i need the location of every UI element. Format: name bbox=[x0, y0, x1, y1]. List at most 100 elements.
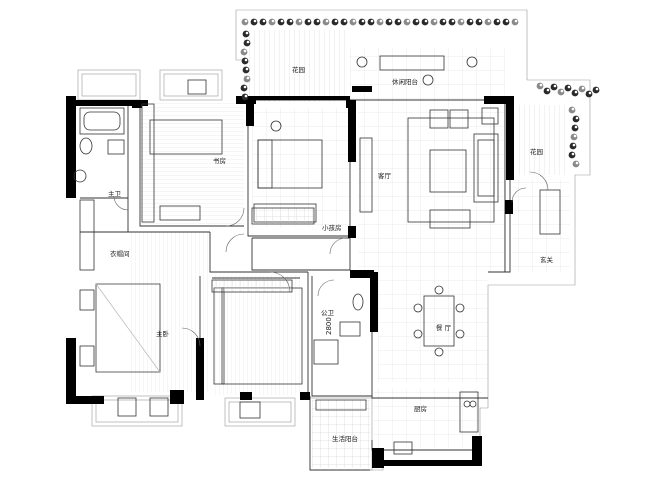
garden-top-floor bbox=[244, 30, 348, 102]
shrub-highlight bbox=[574, 90, 578, 94]
shrub-icon bbox=[394, 18, 402, 26]
shrub-icon bbox=[592, 86, 600, 94]
shrub-highlight bbox=[244, 58, 248, 62]
shrub-highlight bbox=[289, 19, 293, 23]
shrub-highlight bbox=[361, 19, 365, 23]
shrub-highlight bbox=[469, 19, 473, 23]
shrub-icon bbox=[240, 48, 248, 56]
sofa bbox=[473, 133, 499, 203]
shrub-icon bbox=[277, 18, 285, 26]
shrub-highlight bbox=[343, 19, 347, 23]
shrub-icon bbox=[250, 18, 258, 26]
balcony-sofa bbox=[379, 55, 445, 71]
label-garden-top: 花园 bbox=[292, 65, 305, 74]
shrub-highlight bbox=[553, 84, 557, 88]
shrub-icon bbox=[412, 18, 420, 26]
thick-walls[interactable] bbox=[66, 86, 514, 468]
kitchen-counter bbox=[459, 391, 479, 433]
shrub-icon bbox=[511, 18, 519, 26]
shrub-icon bbox=[243, 75, 251, 83]
shrub-icon bbox=[340, 18, 348, 26]
shrub-highlight bbox=[246, 76, 250, 80]
second-floor bbox=[212, 275, 302, 395]
shrub-highlight bbox=[244, 94, 248, 98]
shrub-highlight bbox=[571, 107, 575, 111]
shrub-icon bbox=[568, 151, 576, 159]
label-dining: 餐 厅 bbox=[436, 323, 452, 332]
shrub-highlight bbox=[505, 19, 509, 23]
shrub-highlight bbox=[514, 19, 518, 23]
bookshelf bbox=[141, 103, 155, 223]
shrub-icon bbox=[286, 18, 294, 26]
shrub-icon bbox=[570, 133, 578, 141]
shrub-highlight bbox=[567, 85, 571, 89]
shrub-highlight bbox=[415, 19, 419, 23]
shoe-cabinet bbox=[539, 189, 561, 235]
shrub-highlight bbox=[370, 19, 374, 23]
shrub-icon bbox=[322, 18, 330, 26]
dimension-public-bath: 2800 bbox=[325, 317, 333, 335]
floor-textures bbox=[128, 30, 570, 468]
shrub-icon bbox=[367, 18, 375, 26]
shrub-highlight bbox=[316, 19, 320, 23]
label-walk-in-closet: 衣帽间 bbox=[110, 249, 130, 258]
shrub-icon bbox=[295, 18, 303, 26]
dining-table bbox=[423, 295, 455, 347]
shrub-highlight bbox=[246, 40, 250, 44]
garden-right-floor bbox=[515, 105, 565, 175]
shrub-icon bbox=[569, 142, 577, 150]
shrub-icon bbox=[457, 18, 465, 26]
shrub-icon bbox=[331, 18, 339, 26]
shrub-icon bbox=[242, 30, 250, 38]
label-living-room: 客厅 bbox=[378, 171, 392, 180]
shrub-icon bbox=[268, 18, 276, 26]
shrub-icon bbox=[259, 18, 267, 26]
shrub-icon bbox=[376, 18, 384, 26]
kitchen-floor bbox=[374, 388, 482, 448]
shrub-icon bbox=[240, 84, 248, 92]
shrub-icon bbox=[572, 115, 580, 123]
shrub-icon bbox=[572, 160, 580, 168]
shrub-icon bbox=[304, 18, 312, 26]
shrub-highlight bbox=[379, 19, 383, 23]
label-leisure-balcony: 休闲阳台 bbox=[392, 77, 418, 86]
shrub-icon bbox=[243, 39, 251, 47]
service-balcony-floor bbox=[312, 400, 370, 468]
shrub-highlight bbox=[460, 19, 464, 23]
shrub-highlight bbox=[574, 125, 578, 129]
shrub-highlight bbox=[244, 19, 248, 23]
armchair bbox=[429, 109, 449, 129]
shrub-icon bbox=[493, 18, 501, 26]
label-service-balcony: 生活阳台 bbox=[332, 434, 358, 443]
shrub-icon bbox=[564, 84, 572, 92]
shrub-highlight bbox=[575, 116, 579, 120]
shrub-highlight bbox=[245, 31, 249, 35]
bathtub bbox=[79, 107, 125, 135]
shrub-icon bbox=[578, 85, 586, 93]
shrub-highlight bbox=[539, 83, 543, 87]
shrub-highlight bbox=[560, 89, 564, 93]
shrub-icon bbox=[448, 18, 456, 26]
shrub-icon bbox=[242, 66, 250, 74]
shrub-highlight bbox=[573, 134, 577, 138]
shrub-icon bbox=[568, 106, 576, 114]
label-master-bath: 主卫 bbox=[108, 189, 122, 198]
label-kitchen: 厨房 bbox=[414, 404, 427, 413]
garden-plants bbox=[240, 18, 600, 168]
shrub-highlight bbox=[307, 19, 311, 23]
shrub-highlight bbox=[243, 85, 247, 89]
tv-cabinet bbox=[359, 137, 373, 213]
shrub-icon bbox=[475, 18, 483, 26]
shrub-highlight bbox=[271, 19, 275, 23]
shrub-highlight bbox=[334, 19, 338, 23]
shrub-icon bbox=[571, 89, 579, 97]
label-master-bedroom: 主卧 bbox=[156, 329, 170, 338]
shrub-highlight bbox=[571, 152, 575, 156]
shrub-icon bbox=[550, 83, 558, 91]
shrub-highlight bbox=[451, 19, 455, 23]
label-public-bath: 公卫 bbox=[321, 309, 335, 317]
shrub-highlight bbox=[243, 49, 247, 53]
label-garden-right: 花园 bbox=[530, 147, 543, 156]
shrub-highlight bbox=[572, 143, 576, 147]
shrub-highlight bbox=[478, 19, 482, 23]
